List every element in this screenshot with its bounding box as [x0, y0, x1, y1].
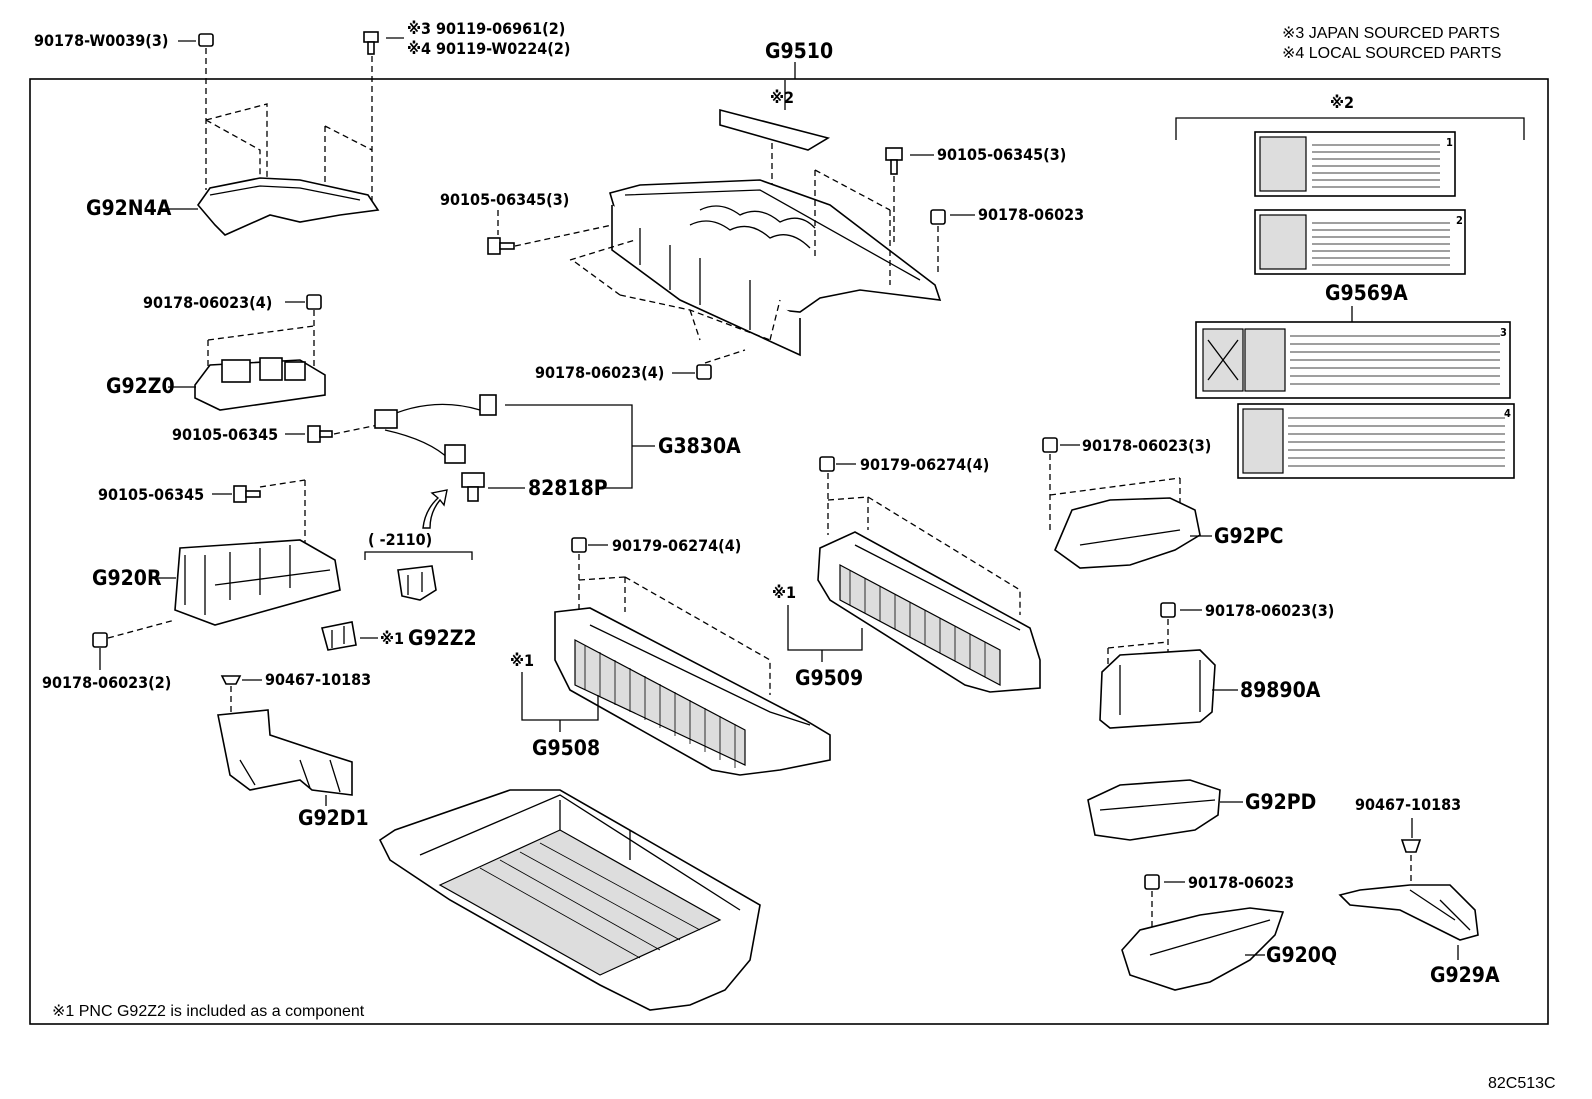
clip-icon — [1400, 839, 1422, 853]
g3830a-wire-harness — [374, 394, 497, 464]
pn-90119-06961: ※3 90119-06961(2) — [407, 19, 565, 38]
label-82818p: 82818P — [528, 476, 608, 500]
g920r-bracket — [174, 539, 341, 626]
pn-90105-06345-3-right: 90105-06345(3) — [937, 145, 1066, 164]
label-g929a: G929A — [1430, 963, 1500, 987]
nut-icon — [696, 364, 712, 380]
label-g9510: G9510 — [765, 39, 833, 63]
clip-icon — [220, 675, 242, 685]
label-g9569a: G9569A — [1325, 281, 1408, 305]
pn-90119-w0224: ※4 90119-W0224(2) — [407, 39, 570, 58]
nut-icon — [571, 537, 587, 553]
g929a-duct — [1338, 884, 1479, 941]
note-local: ※4 LOCAL SOURCED PARTS — [1282, 45, 1501, 62]
mark-x1-a: ※1 — [380, 629, 404, 648]
pn-90105-06345-3-left: 90105-06345(3) — [440, 190, 569, 209]
pn-90178-06023-top: 90178-06023 — [978, 205, 1084, 224]
pn-90178-06023-4-b: 90178-06023(4) — [143, 293, 272, 312]
label-number-1: 1 — [1446, 136, 1453, 149]
mark-x2-right: ※2 — [1330, 93, 1354, 112]
g92n4a-cover — [196, 103, 380, 236]
nut-icon — [1042, 437, 1058, 453]
g9510-top-cover — [569, 169, 942, 357]
warning-label-4: 4 — [1237, 403, 1515, 479]
range-bracket: ( -2110) — [368, 530, 432, 549]
pn-90178-06023-2: 90178-06023(2) — [42, 673, 171, 692]
pn-90178-06023-4-a: 90178-06023(4) — [535, 363, 664, 382]
label-g920q: G920Q — [1266, 943, 1337, 967]
nut-icon — [819, 456, 835, 472]
label-89890a: 89890A — [1240, 678, 1321, 702]
g9509-battery-module — [817, 531, 1041, 693]
nut-icon — [306, 294, 322, 310]
label-number-2: 2 — [1456, 214, 1463, 227]
diagram-frame — [29, 78, 1549, 1025]
pn-90178-06023-3-a: 90178-06023(3) — [1082, 436, 1211, 455]
label-number-4: 4 — [1504, 407, 1511, 420]
bolt-icon — [487, 237, 515, 255]
nut-icon — [1144, 874, 1160, 890]
pn-90467-10183-a: 90467-10183 — [265, 670, 371, 689]
arrow-icon — [422, 489, 448, 529]
note-japan: ※3 JAPAN SOURCED PARTS — [1282, 25, 1500, 42]
89890a-ecu — [1099, 649, 1216, 729]
label-g92z0: G92Z0 — [106, 374, 175, 398]
mark-x2-top: ※2 — [770, 88, 794, 107]
g9508-battery-module — [554, 607, 831, 776]
pn-90178-06023-q: 90178-06023 — [1188, 873, 1294, 892]
warning-label-3: 3 — [1195, 321, 1511, 399]
label-g92d1: G92D1 — [298, 806, 369, 830]
label-g3830a: G3830A — [658, 434, 741, 458]
g92z0-relay-block — [194, 325, 326, 411]
label-g92n4a: G92N4A — [86, 196, 172, 220]
nut-icon — [930, 209, 946, 225]
bolt-icon — [885, 147, 903, 175]
label-g92pd: G92PD — [1245, 790, 1316, 814]
g92z2-clip — [397, 565, 437, 601]
warning-label-1: 1 — [1254, 131, 1456, 197]
mark-x1-c: ※1 — [772, 583, 796, 602]
g92pd-duct — [1087, 779, 1221, 841]
g920q-duct — [1121, 907, 1285, 991]
pn-90179-06274-a: 90179-06274(4) — [612, 536, 741, 555]
lower-battery-tray — [378, 789, 761, 1011]
note-component: ※1 PNC G92Z2 is included as a component — [52, 1003, 365, 1020]
nut-icon — [198, 33, 214, 47]
pn-90178-06023-3-b: 90178-06023(3) — [1205, 601, 1334, 620]
mark-x1-b: ※1 — [510, 651, 534, 670]
nut-icon — [92, 632, 108, 648]
bolt-icon — [363, 31, 379, 55]
warning-label-2: 2 — [1254, 209, 1466, 275]
pn-90105-06345-b: 90105-06345 — [98, 485, 204, 504]
label-g9508: G9508 — [532, 736, 600, 760]
label-g92pc: G92PC — [1214, 524, 1284, 548]
label-number-3: 3 — [1500, 326, 1507, 339]
pn-90105-06345-a: 90105-06345 — [172, 425, 278, 444]
connector-82818p — [461, 472, 485, 502]
bolt-icon — [233, 485, 261, 503]
label-g9509: G9509 — [795, 666, 863, 690]
pn-90178-w0039: 90178-W0039(3) — [34, 31, 168, 50]
pn-90467-10183-b: 90467-10183 — [1355, 795, 1461, 814]
g92d1-duct — [217, 709, 353, 796]
diagram-code: 82C513C — [1488, 1075, 1556, 1092]
g92pc-duct — [1054, 497, 1201, 569]
nut-icon — [1160, 602, 1176, 618]
bolt-icon — [307, 425, 333, 443]
label-g92z2: G92Z2 — [408, 626, 477, 650]
g92z2-clip-small — [321, 621, 357, 651]
label-sticker-strip — [719, 108, 831, 151]
pn-90179-06274-b: 90179-06274(4) — [860, 455, 989, 474]
